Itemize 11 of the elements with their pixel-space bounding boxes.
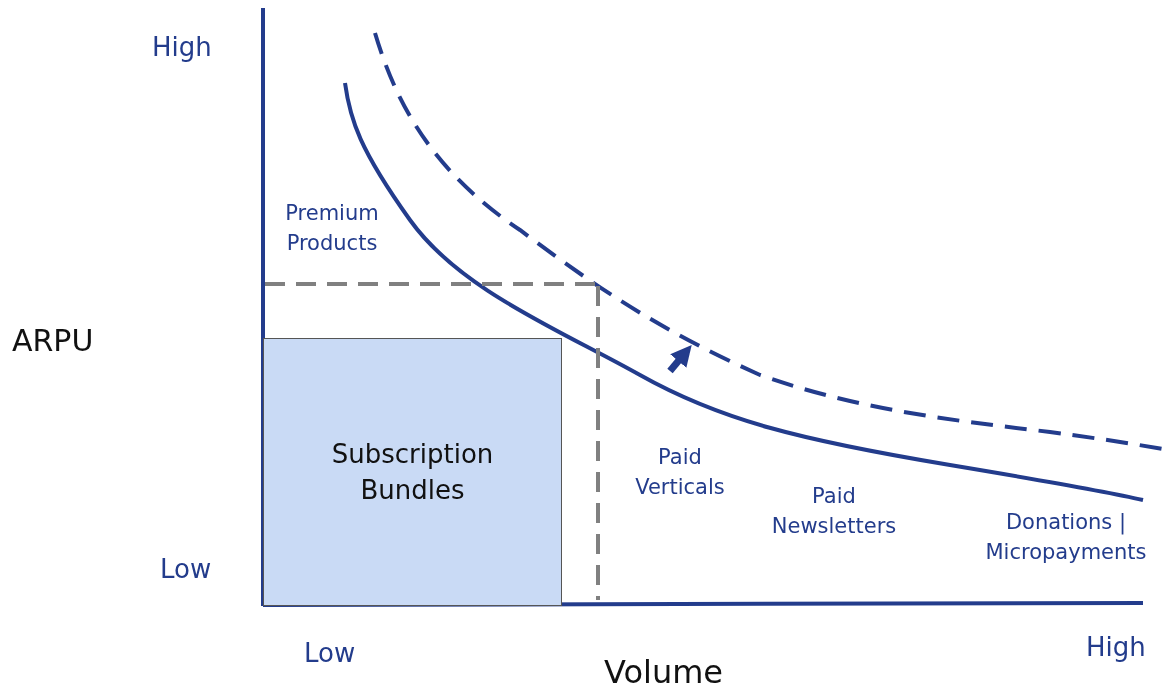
axis-title: ARPU — [12, 322, 94, 360]
axis-label: High — [152, 31, 212, 64]
axis-label: High — [1086, 631, 1146, 664]
region-label: Paid Verticals — [634, 444, 726, 501]
region-label: Premium Products — [284, 200, 380, 257]
axis-label: Low — [304, 637, 356, 670]
axis-title: Volume — [604, 652, 723, 692]
shaded-box: Subscription Bundles — [263, 338, 562, 606]
region-label: Donations | Micropayments — [984, 509, 1148, 566]
region-label: Paid Newsletters — [770, 483, 898, 540]
axis-label: Low — [160, 553, 212, 586]
